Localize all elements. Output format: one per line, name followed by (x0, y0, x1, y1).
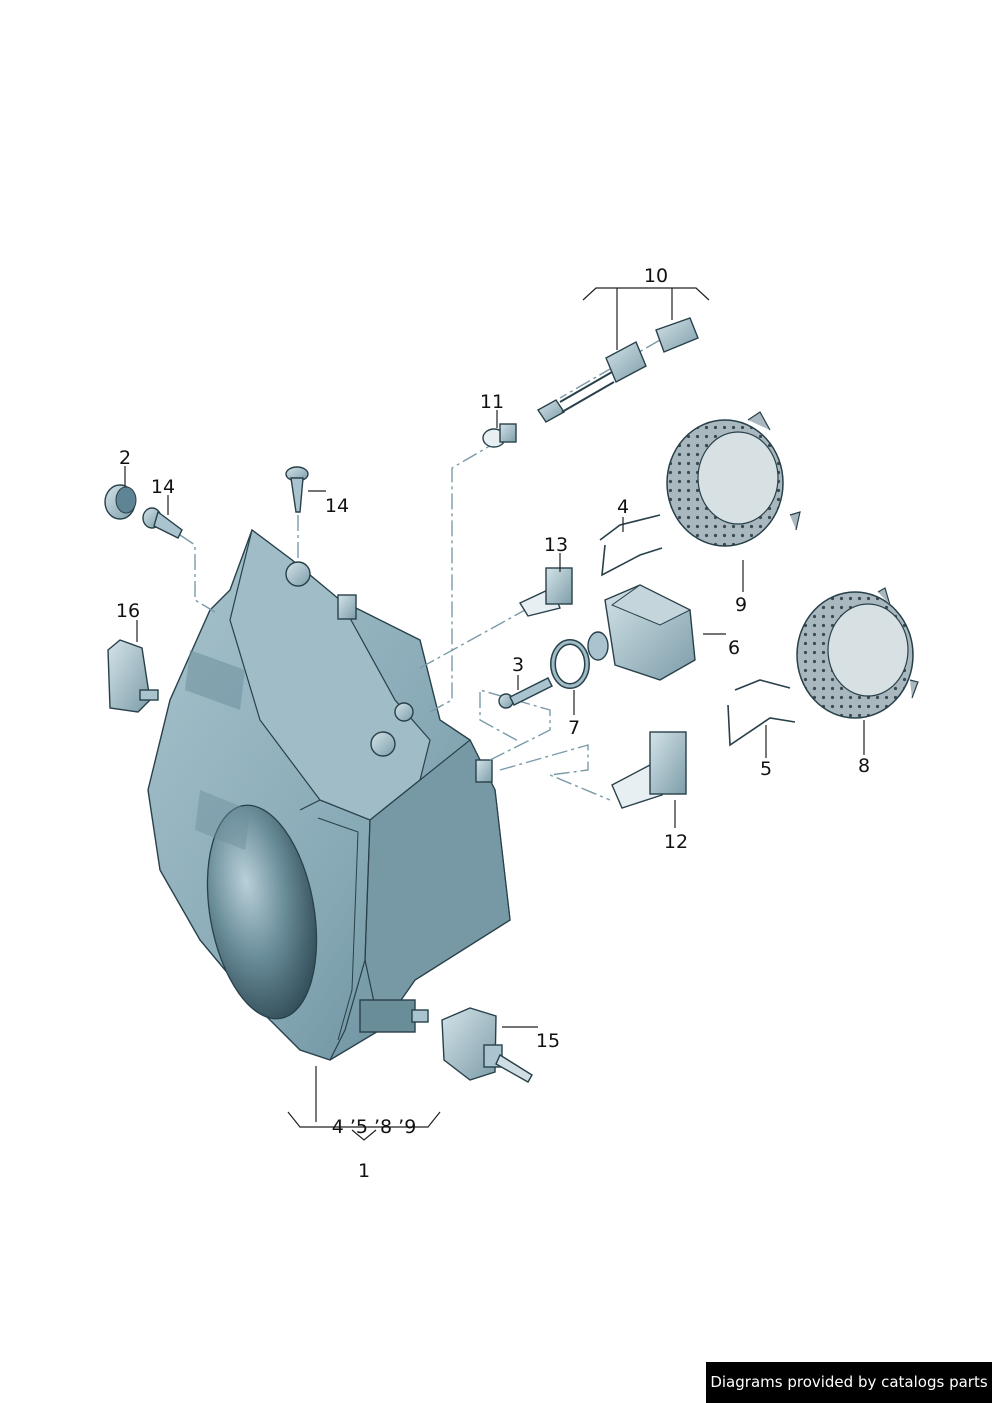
part-4-spring-clip (599, 514, 663, 577)
headlight-housing (147, 528, 511, 1061)
callout-14-top: 14 (325, 495, 349, 517)
callout-16: 16 (116, 600, 140, 622)
callout-15: 15 (536, 1030, 560, 1052)
part-11-bulb (482, 423, 517, 448)
callout-2: 2 (119, 447, 131, 469)
callout-14-left: 14 (151, 476, 175, 498)
part-13-bulb (518, 567, 573, 617)
credit-banner: Diagrams provided by catalogs parts (706, 1362, 992, 1403)
callout-5: 5 (760, 758, 772, 780)
callout-6: 6 (728, 637, 740, 659)
callout-11: 11 (480, 391, 504, 413)
callout-4: 4 (617, 496, 629, 518)
part-7-seal-ring (550, 639, 590, 689)
part-16-bracket (107, 639, 159, 713)
leader-lines (124, 287, 865, 1141)
callout-10: 10 (644, 265, 668, 287)
part-2-cap (104, 484, 137, 520)
part-5-spring-clip (727, 679, 796, 747)
part-12-bulb (611, 731, 687, 809)
part-9-cover-ring (666, 411, 801, 547)
part-14-screw-left (142, 507, 183, 539)
part-15-sensor (411, 1007, 533, 1083)
callout-1-sub: 4 ’5 ’8 ’9 (332, 1116, 417, 1138)
callout-labels: 10 11 2 14 14 4 13 9 16 6 3 7 5 8 12 15 … (116, 265, 870, 1182)
part-10-wiring-harness (536, 317, 699, 423)
callout-1: 1 (358, 1160, 370, 1182)
callout-13: 13 (544, 534, 568, 556)
part-3-bolt (498, 677, 553, 709)
callout-12: 12 (664, 831, 688, 853)
callout-7: 7 (568, 717, 580, 739)
part-14-screw-top (285, 466, 309, 513)
callout-3: 3 (512, 654, 524, 676)
part-8-cover-ring (796, 587, 919, 719)
callout-9: 9 (735, 594, 747, 616)
callout-8: 8 (858, 755, 870, 777)
part-6-actuator (587, 584, 696, 681)
